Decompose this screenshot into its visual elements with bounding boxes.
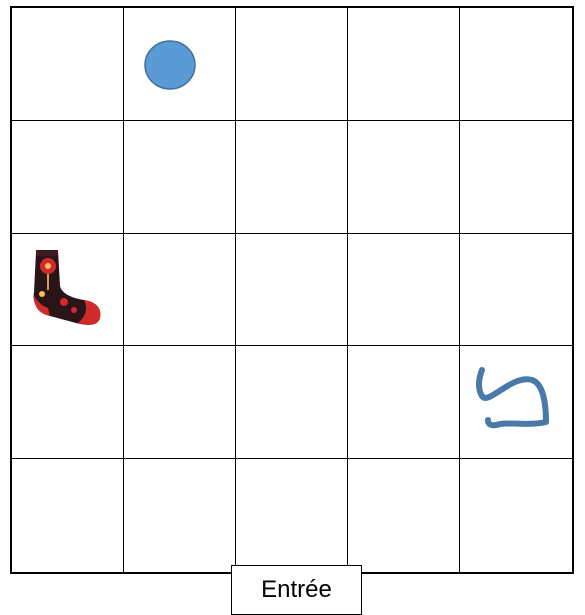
entrance-label: Entrée [231, 565, 362, 615]
grid-cell[interactable] [236, 234, 348, 347]
grid-cell[interactable] [12, 8, 124, 121]
grid-cell[interactable] [460, 8, 572, 121]
grid-cell[interactable] [12, 234, 124, 347]
sock-icon[interactable] [28, 246, 104, 328]
grid-cell[interactable] [124, 234, 236, 347]
grid-cell[interactable] [12, 121, 124, 234]
grid-cell[interactable] [348, 459, 460, 572]
grid-cell[interactable] [124, 8, 236, 121]
grid-cell[interactable] [348, 121, 460, 234]
grid-cell[interactable] [460, 234, 572, 347]
squiggle-icon[interactable] [470, 366, 554, 442]
grid-cell[interactable] [124, 121, 236, 234]
grid-cell[interactable] [12, 459, 124, 572]
grid-cell[interactable] [124, 459, 236, 572]
grid-cell[interactable] [236, 459, 348, 572]
blue-circle-icon[interactable] [144, 40, 196, 90]
grid-cell[interactable] [348, 8, 460, 121]
grid-cell[interactable] [348, 234, 460, 347]
grid-cell[interactable] [236, 8, 348, 121]
grid-cell[interactable] [236, 346, 348, 459]
grid-cell[interactable] [460, 346, 572, 459]
grid-cell[interactable] [460, 121, 572, 234]
grid-cell[interactable] [348, 346, 460, 459]
grid-cell[interactable] [124, 346, 236, 459]
grid-cell[interactable] [236, 121, 348, 234]
grid-cell[interactable] [12, 346, 124, 459]
game-board [10, 6, 574, 574]
grid-cell[interactable] [460, 459, 572, 572]
